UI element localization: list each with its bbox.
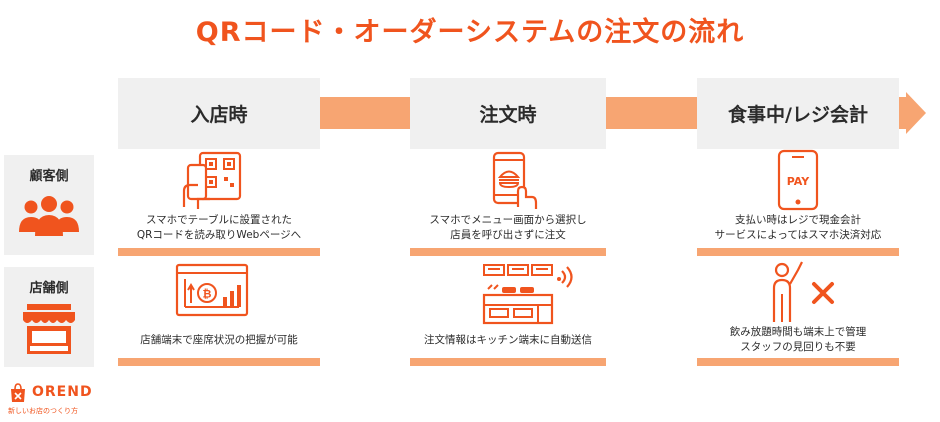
store-side-label: 店舗側 <box>29 281 69 296</box>
store-front-icon <box>23 304 75 354</box>
customer-side-box: 顧客側 <box>4 155 94 255</box>
store-side-box: 店舗側 <box>4 267 94 367</box>
store-payment-underline <box>697 358 899 366</box>
customer-step-order: スマホでメニュー画面から選択し 店員を呼び出さずに注文 <box>410 213 606 243</box>
customer-payment-underline <box>697 248 899 256</box>
customer-step-order-line2: 店員を呼び出さずに注文 <box>450 229 566 241</box>
store-step-entry-line1: 店舗端末で座席状況の把握が可能 <box>140 334 298 346</box>
customer-step-payment: 支払い時はレジで現金会計 サービスによってはスマホ決済対応 <box>697 213 899 243</box>
customer-step-order-line1: スマホでメニュー画面から選択し <box>429 214 587 226</box>
kitchen-terminal-icon <box>482 264 573 325</box>
phase-header-order: 注文時 <box>410 78 606 149</box>
staff-not-needed-icon <box>772 261 834 322</box>
customer-step-payment-line2: サービスによってはスマホ決済対応 <box>714 229 882 241</box>
store-step-order-line1: 注文情報はキッチン端末に自動送信 <box>424 334 592 346</box>
svg-text:₿: ₿ <box>203 288 212 301</box>
phone-order-icon <box>492 151 538 209</box>
customer-step-entry: スマホでテーブルに設置された QRコードを読み取りWebページへ <box>118 213 320 243</box>
store-step-payment-line2: スタッフの見回りも不要 <box>740 341 856 353</box>
bag-logo-icon <box>11 383 25 402</box>
customer-step-payment-line1: 支払い時はレジで現金会計 <box>735 214 861 226</box>
customer-order-underline <box>410 248 606 256</box>
store-step-payment-line1: 飲み放題時間も端末上で管理 <box>729 326 867 338</box>
store-order-underline <box>410 358 606 366</box>
flow-arrow-head <box>906 92 926 134</box>
store-step-payment: 飲み放題時間も端末上で管理 スタッフの見回りも不要 <box>697 325 899 355</box>
brand-name: OREND <box>32 384 93 400</box>
qr-scan-phone-icon <box>182 151 242 209</box>
customer-entry-underline <box>118 248 320 256</box>
people-icon <box>19 196 79 236</box>
phase-header-entry: 入店時 <box>118 78 320 149</box>
customer-side-label: 顧客側 <box>29 169 69 184</box>
brand-tagline: 新しいお店のつくり方 <box>8 407 78 415</box>
store-step-order: 注文情報はキッチン端末に自動送信 <box>410 333 606 348</box>
page-title: QRコード・オーダーシステムの注文の流れ <box>195 17 745 48</box>
phase-header-payment: 食事中/レジ会計 <box>697 78 899 149</box>
store-entry-underline <box>118 358 320 366</box>
brand-logo: OREND 新しいお店のつくり方 <box>6 383 116 419</box>
customer-step-entry-line1: スマホでテーブルに設置された <box>145 214 293 226</box>
store-step-entry: 店舗端末で座席状況の把握が可能 <box>118 333 320 348</box>
store-terminal-chart-icon: ₿ <box>175 263 249 317</box>
pay-label: PAY <box>787 175 811 188</box>
customer-step-entry-line2: QRコードを読み取りWebページへ <box>136 229 302 241</box>
pay-phone-icon: PAY <box>777 149 819 211</box>
